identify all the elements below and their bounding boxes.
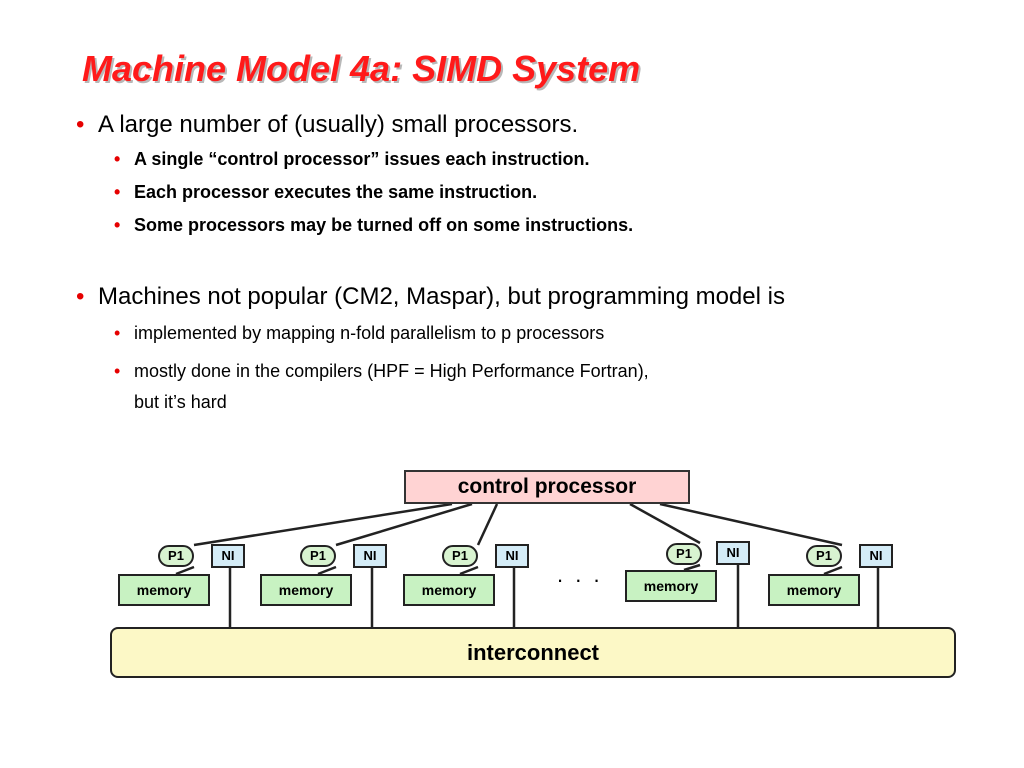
bullet-dot-icon: • <box>114 182 121 202</box>
processor-node-3: P1 <box>442 545 478 567</box>
network-interface-node-1: NI <box>211 544 245 568</box>
processor-node-4: P1 <box>666 543 702 565</box>
proc-mem-line-5 <box>823 565 843 576</box>
bullet-2: • Machines not popular (CM2, Maspar), but… <box>76 282 785 312</box>
bullet-1: • A large number of (usually) small proce… <box>76 110 578 140</box>
proc-mem-line-2 <box>317 565 337 576</box>
sub-bullet-1-1: • A single “control processor” issues eac… <box>114 148 589 170</box>
memory-node-4: memory <box>625 570 717 602</box>
network-interface-node-4: NI <box>716 541 750 565</box>
sub-bullet-text: mostly done in the compilers (HPF = High… <box>134 361 649 381</box>
network-interface-node-5: NI <box>859 544 893 568</box>
processor-node-5: P1 <box>806 545 842 567</box>
slide-title: Machine Model 4a: SIMD System <box>82 48 641 89</box>
proc-mem-line-3 <box>459 565 479 576</box>
sub-bullet-text: A single “control processor” issues each… <box>134 149 590 169</box>
network-interface-node-2: NI <box>353 544 387 568</box>
bullet-dot-icon: • <box>114 215 121 235</box>
connector-cp-node-4 <box>629 502 701 545</box>
bullet-2-text: Machines not popular (CM2, Maspar), but … <box>98 283 785 310</box>
connector-cp-node-2 <box>335 502 473 547</box>
sub-bullet-1-3: • Some processors may be turned off on so… <box>114 214 633 236</box>
sub-bullet-text: Each processor executes the same instruc… <box>134 182 538 202</box>
bullet-dot-icon: • <box>76 111 85 138</box>
sub-bullet-2-2: • mostly done in the compilers (HPF = Hig… <box>114 360 649 382</box>
processor-node-2: P1 <box>300 545 336 567</box>
bullet-1-text: A large number of (usually) small proces… <box>98 111 579 138</box>
sub-bullet-2-2-continued: but it’s hard <box>134 392 227 412</box>
proc-mem-line-1 <box>175 565 195 576</box>
ellipsis: . . . <box>557 562 603 587</box>
memory-node-2: memory <box>260 574 352 606</box>
bullet-dot-icon: • <box>114 361 121 381</box>
bullet-dot-icon: • <box>76 283 85 310</box>
sub-bullet-1-2: • Each processor executes the same instru… <box>114 181 537 203</box>
bullet-dot-icon: • <box>114 149 121 169</box>
memory-node-1: memory <box>118 574 210 606</box>
sub-bullet-text: implemented by mapping n-fold parallelis… <box>134 323 605 343</box>
processor-node-1: P1 <box>158 545 194 567</box>
memory-node-3: memory <box>403 574 495 606</box>
connector-cp-node-1 <box>193 502 453 547</box>
proc-mem-line-4 <box>683 563 701 572</box>
sub-bullet-text: Some processors may be turned off on som… <box>134 215 634 235</box>
sub-bullet-2-1: • implemented by mapping n-fold paralleli… <box>114 322 604 344</box>
network-interface-node-3: NI <box>495 544 529 568</box>
interconnect-box: interconnect <box>110 627 956 678</box>
connector-cp-node-5 <box>659 502 843 547</box>
memory-node-5: memory <box>768 574 860 606</box>
control-processor-box: control processor <box>404 470 690 504</box>
connector-cp-node-3 <box>476 503 499 546</box>
bullet-dot-icon: • <box>114 323 121 343</box>
